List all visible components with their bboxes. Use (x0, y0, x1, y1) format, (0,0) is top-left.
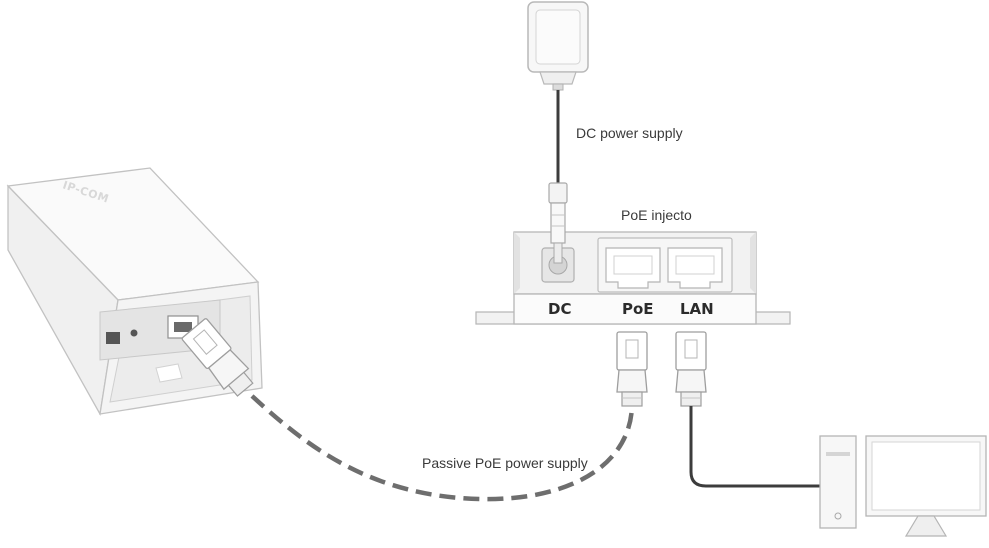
access-point: IP-COM (6, 167, 263, 416)
lan-port-label: LAN (680, 300, 714, 318)
dc-port-label: DC (548, 300, 571, 318)
poe-port (605, 247, 661, 289)
rj45-plug-access-point (181, 318, 254, 397)
passive-poe-label: Passive PoE power supply (422, 455, 588, 471)
lan-cable (689, 406, 820, 488)
rj45-plug-poe (616, 331, 648, 407)
computer-tower (819, 435, 857, 529)
rj45-plug-lan (675, 331, 707, 407)
lan-port (667, 247, 723, 289)
poe-port-label: PoE (622, 300, 654, 318)
poe-injector: DC PoE LAN (475, 231, 791, 325)
dc-barrel-plug (548, 182, 568, 264)
dc-power-supply-label: DC power supply (576, 125, 683, 141)
dc-power-adapter (527, 1, 589, 91)
passive-poe-cable (250, 394, 635, 502)
computer-monitor (865, 435, 987, 537)
poe-injector-label: PoE injecto (621, 207, 692, 223)
